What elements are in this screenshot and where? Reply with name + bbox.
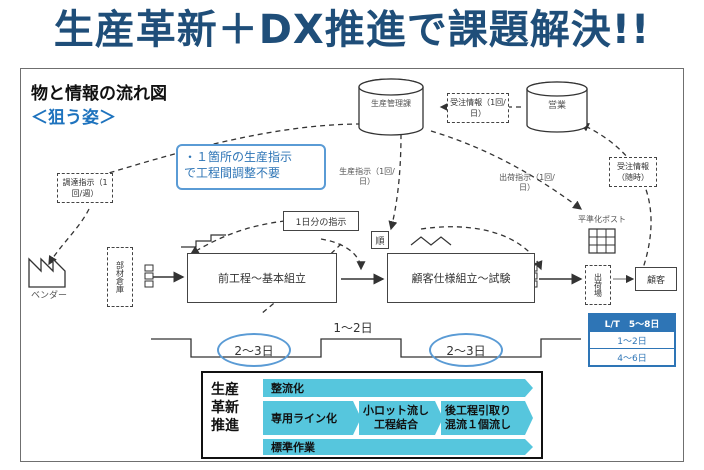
flow-chevron: 整流化: [263, 379, 533, 397]
callout-line-2: で工程間調整不要: [184, 166, 281, 181]
small-lot-chevron: 小ロット流し 工程結合: [359, 401, 443, 435]
kanban-post-label: 平準化ポスト: [578, 215, 626, 224]
procurement-label: 調達指示（1回/週）: [57, 173, 113, 203]
page-headline: 生産革新＋DX推進で課題解決!!: [53, 7, 651, 53]
sequence-box: 順: [371, 231, 389, 249]
dedicated-line-chevron: 専用ライン化: [263, 401, 361, 435]
promotion-label: 生産 革新 推進: [211, 381, 239, 435]
panel-subtitle: ＜狙う姿＞: [31, 108, 116, 128]
standard-work-chevron: 標準作業: [263, 439, 533, 455]
flow-diagram-panel: 物と情報の流れ図 ＜狙う姿＞ ・１箇所の生産指示 で工程間調整不要 生産管理課 …: [20, 68, 684, 462]
between-days-label: 1～2日: [333, 321, 373, 335]
material-store: 部材倉庫: [107, 247, 133, 307]
promotion-label-1: 生産: [211, 382, 239, 398]
lead-time-header: L/T 5～8日: [590, 315, 674, 332]
pre-process-box: 前工程～基本組立: [187, 253, 337, 303]
order-info-label: 受注情報（1回/日）: [447, 93, 509, 123]
one-day-instruction-box: 1日分の指示: [283, 211, 359, 231]
left-days-bubble: 2～3日: [217, 333, 291, 367]
shipping-box: 出荷場: [585, 265, 611, 305]
lead-time-row-1: 1～2日: [590, 332, 674, 349]
prod-instruction-label: 生産指示（1回/日）: [339, 167, 395, 186]
order-received-label: 受注情報（随時）: [609, 157, 657, 187]
customer-box: 顧客: [635, 267, 677, 291]
right-days-bubble: 2～3日: [429, 333, 503, 367]
ship-instruction-label: 出荷指示（1回/日）: [499, 173, 555, 192]
post-pull-chevron: 後工程引取り 混流１個流し: [441, 401, 533, 435]
promotion-box: 生産 革新 推進 整流化 専用ライン化 小ロット流し 工程結合 後工程引取り 混…: [201, 371, 543, 459]
post-pull-line-2: 混流１個流し: [445, 418, 511, 431]
sales-label: 営業: [547, 101, 566, 111]
production-control-label: 生産管理課: [371, 99, 411, 108]
connector-lines: [28, 78, 652, 358]
promotion-label-2: 革新: [211, 400, 239, 416]
promotion-label-3: 推進: [211, 418, 239, 434]
small-lot-line-2: 工程結合: [374, 418, 418, 431]
lead-time-table: L/T 5～8日 1～2日 4～6日: [588, 313, 676, 367]
vendor-label: ベンダー: [30, 291, 67, 301]
panel-title: 物と情報の流れ図: [31, 84, 167, 104]
lead-time-row-2: 4～6日: [617, 353, 647, 364]
post-pull-line-1: 後工程引取り: [445, 404, 511, 418]
callout-note: ・１箇所の生産指示 で工程間調整不要: [176, 144, 326, 190]
post-pull-text: 後工程引取り 混流１個流し: [445, 404, 511, 432]
small-lot-text: 小ロット流し 工程結合: [363, 404, 429, 432]
custom-assembly-box: 顧客仕様組立～試験: [387, 253, 535, 303]
callout-line-1: ・１箇所の生産指示: [184, 150, 293, 164]
small-lot-line-1: 小ロット流し: [363, 404, 429, 418]
